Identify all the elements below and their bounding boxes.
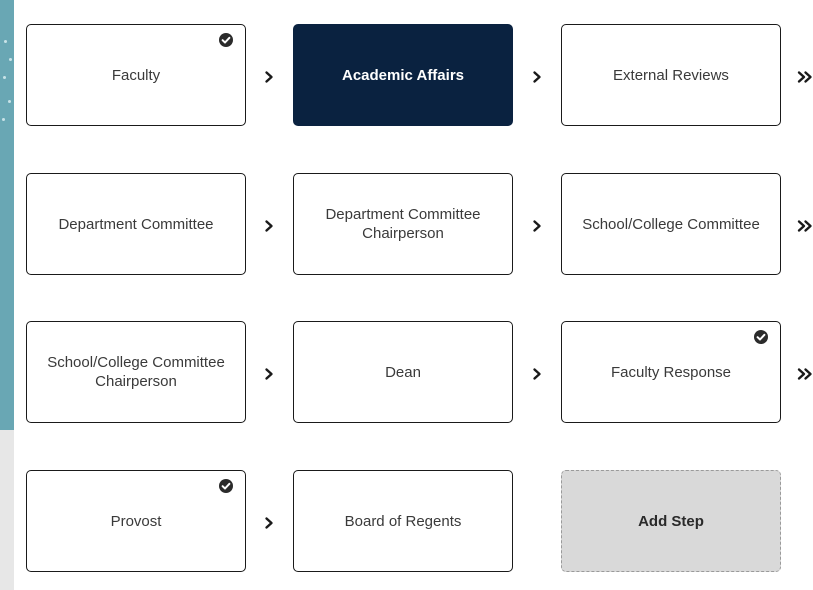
step-label: External Reviews [613, 66, 729, 84]
step-label: Faculty Response [610, 363, 732, 381]
step-label: Department Committee Chairperson [325, 206, 481, 242]
step-department-committee-chairperson[interactable]: Department Committee Chairperson [293, 173, 513, 275]
step-label: Academic Affairs [342, 66, 464, 84]
step-external-reviews[interactable]: External Reviews [561, 24, 781, 126]
step-academic-affairs[interactable]: Academic Affairs [293, 24, 513, 126]
double-chevron-right-icon [797, 368, 812, 380]
step-school-college-committee-chairperson[interactable]: School/College Committee Chairperson [26, 321, 246, 423]
step-label: Faculty [111, 66, 161, 84]
decor-dot [2, 118, 5, 121]
check-circle-icon [219, 479, 233, 493]
workflow-panel: Faculty Academic Affairs External Review… [14, 0, 813, 590]
step-label: School/College Committee Chairperson [47, 354, 225, 390]
step-provost[interactable]: Provost [26, 470, 246, 572]
step-label: School/College Committee [582, 215, 760, 233]
step-label: Dean [385, 363, 421, 381]
step-school-college-committee[interactable]: School/College Committee [561, 173, 781, 275]
chevron-right-icon [533, 368, 541, 380]
step-board-of-regents[interactable]: Board of Regents [293, 470, 513, 572]
decor-dot [3, 76, 6, 79]
step-label: Provost [110, 512, 162, 530]
chevron-right-icon [265, 220, 273, 232]
step-faculty-response[interactable]: Faculty Response [561, 321, 781, 423]
decor-dot [8, 100, 11, 103]
decor-dot [4, 40, 7, 43]
chevron-right-icon [533, 71, 541, 83]
add-step-button[interactable]: Add Step [561, 470, 781, 572]
chevron-right-icon [265, 517, 273, 529]
chevron-right-icon [265, 71, 273, 83]
decor-dot [9, 58, 12, 61]
chevron-right-icon [265, 368, 273, 380]
double-chevron-right-icon [797, 220, 812, 232]
add-step-label: Add Step [638, 512, 704, 530]
double-chevron-right-icon [797, 71, 812, 83]
step-label: Department Committee [58, 215, 214, 233]
chevron-right-icon [533, 220, 541, 232]
step-dean[interactable]: Dean [293, 321, 513, 423]
step-faculty[interactable]: Faculty [26, 24, 246, 126]
check-circle-icon [754, 330, 768, 344]
check-circle-icon [219, 33, 233, 47]
step-label: Board of Regents [344, 512, 462, 530]
step-department-committee[interactable]: Department Committee [26, 173, 246, 275]
background-lower [0, 430, 14, 590]
